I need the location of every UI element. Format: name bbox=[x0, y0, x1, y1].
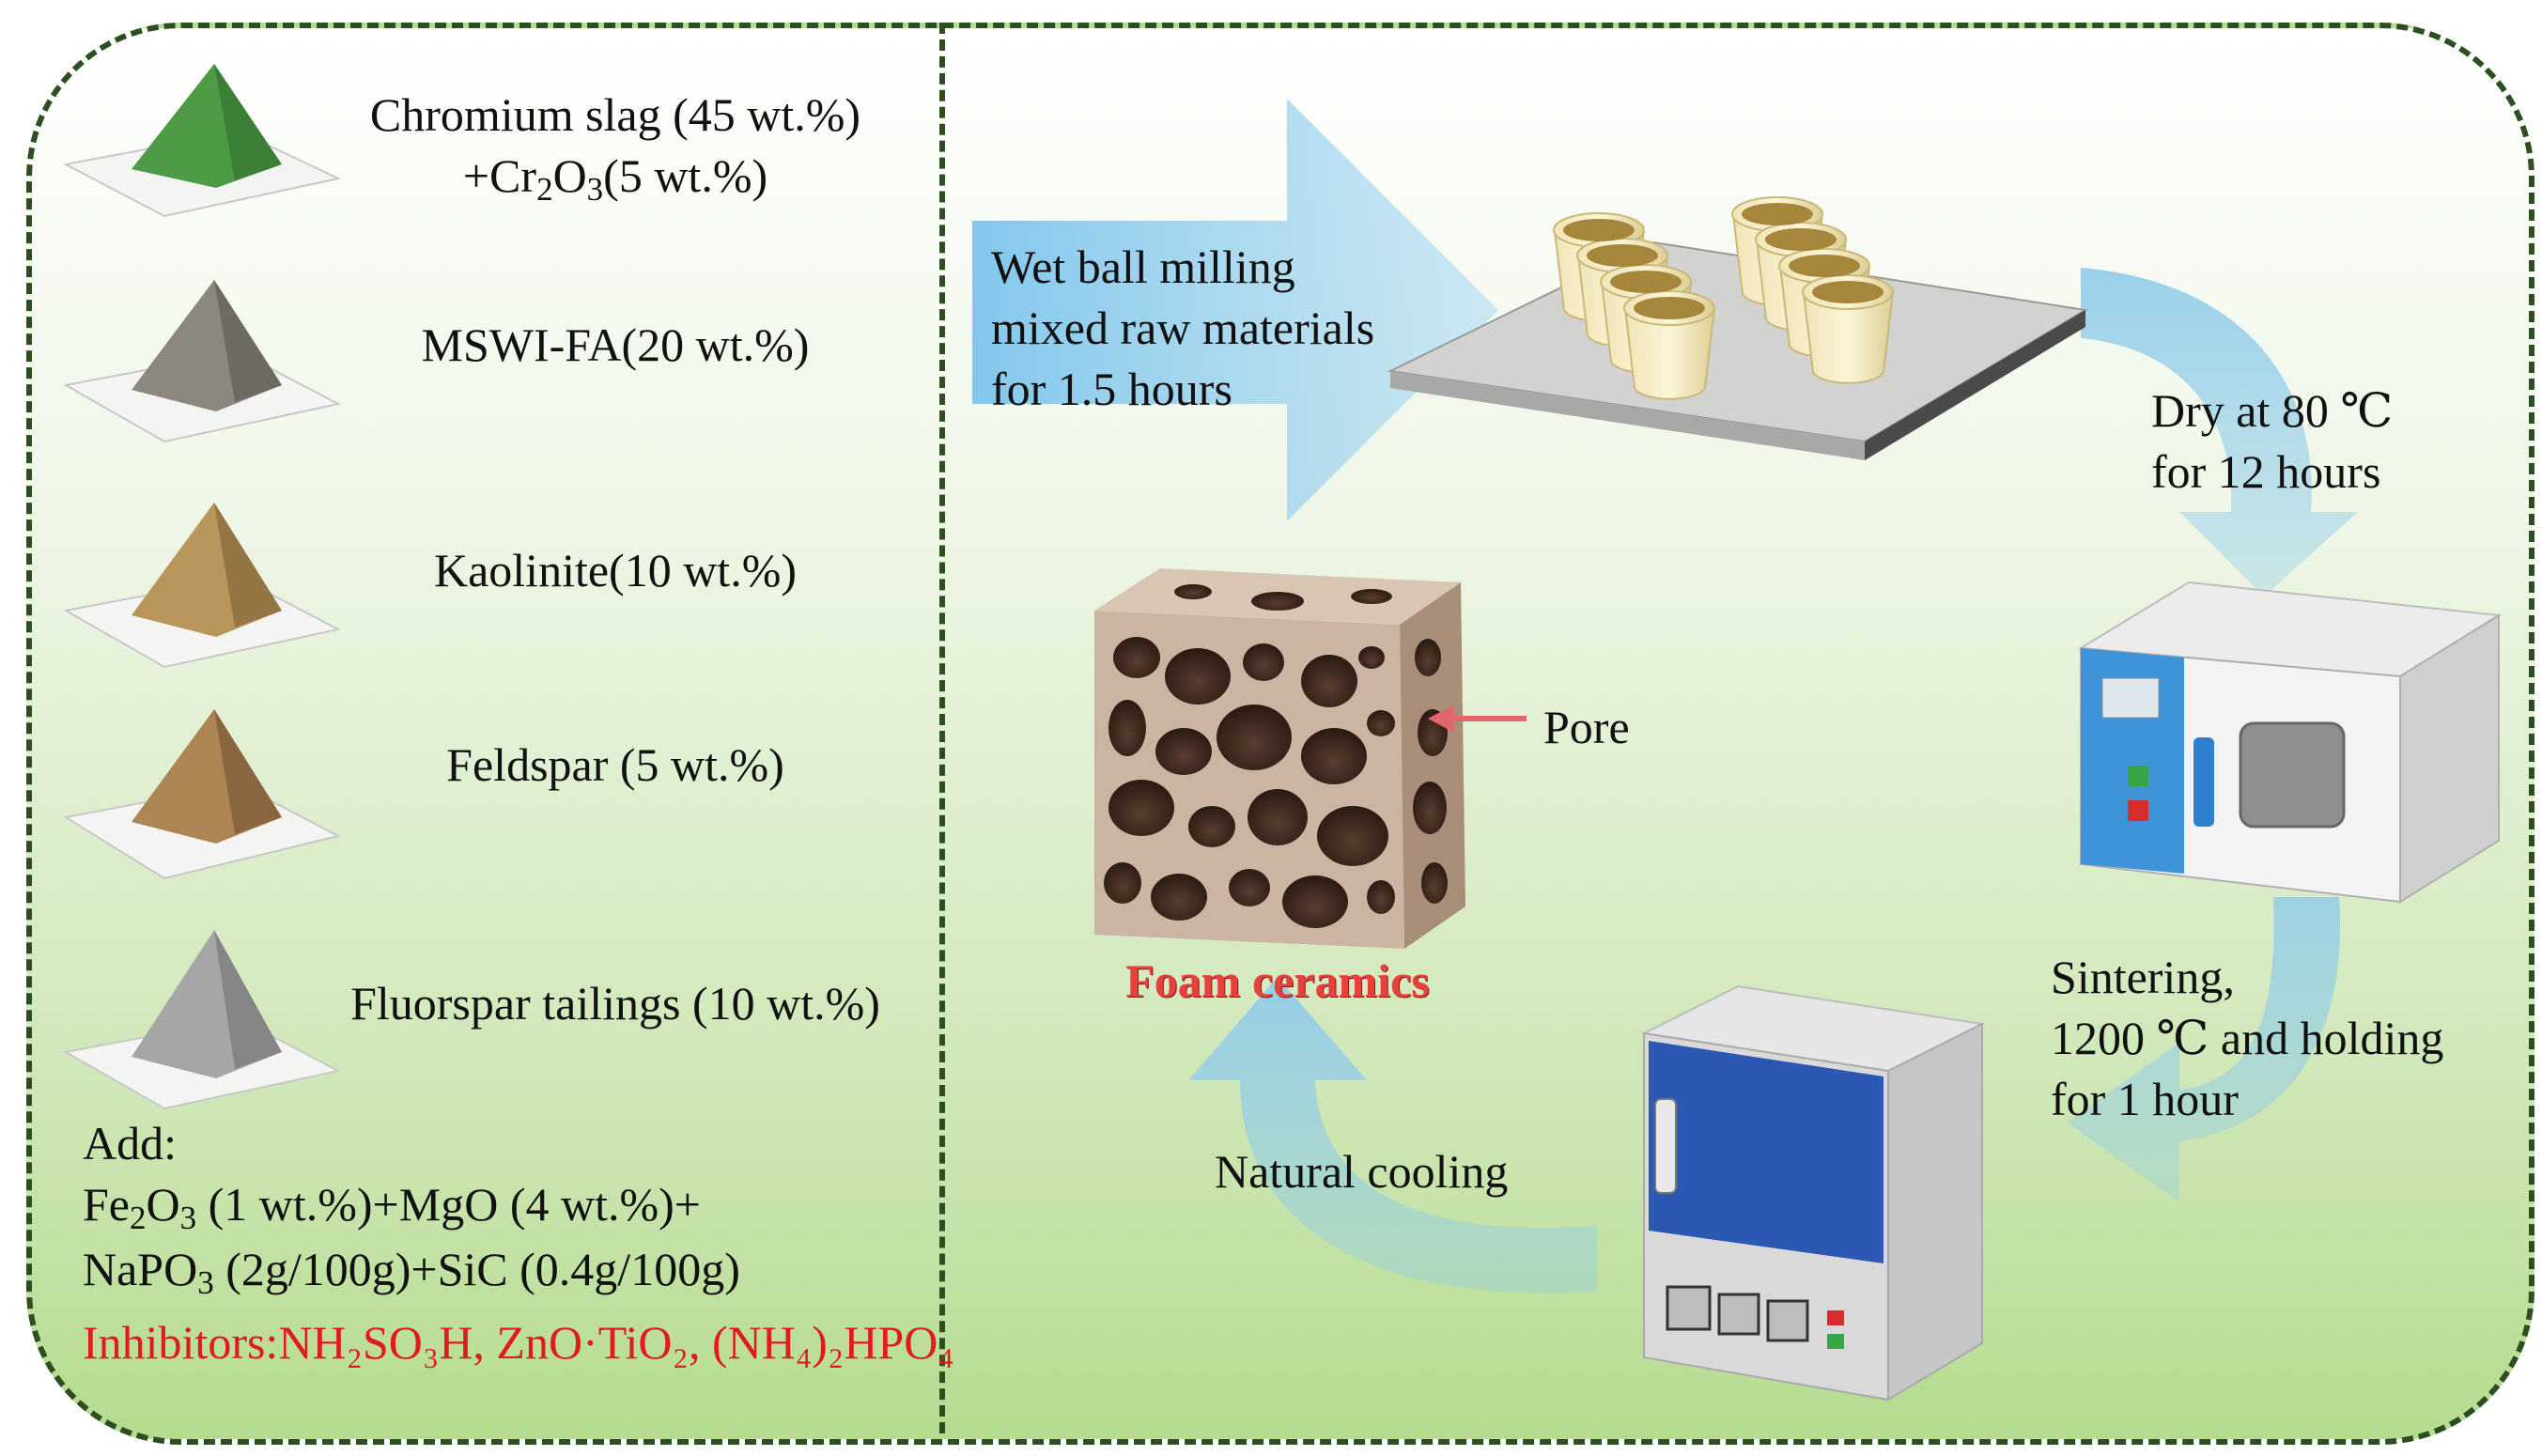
cooling-arrow bbox=[1188, 977, 1597, 1293]
pore-pointer-arrow bbox=[1428, 705, 1527, 733]
sintering-step-text: Sintering, 1200 ℃ and holding for 1 hour bbox=[2051, 947, 2443, 1130]
additives-line-2: NaPO3 (2g/100g)+SiC (0.4g/100g) bbox=[83, 1243, 740, 1301]
drying-step-text: Dry at 80 ℃ for 12 hours bbox=[2151, 380, 2393, 503]
material-mswi-fa: MSWI-FA(20 wt.%) bbox=[421, 318, 810, 371]
sintering-line-1: Sintering, bbox=[2051, 951, 2235, 1003]
sintering-line-3: for 1 hour bbox=[2051, 1073, 2239, 1125]
cooling-step-text: Natural cooling bbox=[1215, 1145, 1509, 1198]
sintering-line-2: 1200 ℃ and holding bbox=[2051, 1012, 2444, 1064]
material-chromium-slag: Chromium slag (45 wt.%) +Cr2O3(5 wt.%) bbox=[319, 85, 911, 210]
foam-ceramics-label: Foam ceramics bbox=[1125, 954, 1430, 1007]
milling-line-1: Wet ball milling bbox=[991, 240, 1295, 293]
material-fluorspar: Fluorspar tailings (10 wt.%) bbox=[350, 977, 880, 1030]
pore-label: Pore bbox=[1543, 701, 1630, 753]
drying-line-2: for 12 hours bbox=[2151, 445, 2381, 498]
section-divider bbox=[939, 23, 945, 1433]
drying-line-1: Dry at 80 ℃ bbox=[2151, 384, 2394, 437]
milling-arrow bbox=[972, 99, 1498, 521]
chromium-slag-pile-icon bbox=[62, 64, 342, 218]
inhibitors-text: Inhibitors:NH₂SO₃H, ZnO·TiO₂, (NH₄)₂HPO₄ bbox=[83, 1315, 954, 1369]
drying-oven-icon bbox=[2077, 581, 2503, 904]
kaolinite-pile-icon bbox=[63, 503, 341, 669]
drying-arrow bbox=[2081, 268, 2358, 596]
muffle-furnace-icon bbox=[1640, 984, 1986, 1402]
feldspar-pile-icon bbox=[63, 709, 341, 880]
material-subline: +Cr2O3(5 wt.%) bbox=[462, 149, 768, 208]
material-kaolinite: Kaolinite(10 wt.%) bbox=[433, 544, 797, 596]
material-name: Chromium slag (45 wt.%) bbox=[369, 88, 861, 141]
additives-line-1: Fe2O3 (1 wt.%)+MgO (4 wt.%)+ bbox=[83, 1178, 701, 1236]
crucible-tray-icon bbox=[1387, 196, 2088, 460]
mswi-fa-pile-icon bbox=[63, 280, 341, 443]
additives-label: Add: bbox=[83, 1117, 177, 1169]
fluorspar-pile-icon bbox=[63, 930, 341, 1110]
sintering-arrow bbox=[2067, 897, 2341, 1202]
material-feldspar: Feldspar (5 wt.%) bbox=[446, 738, 784, 791]
milling-line-2: mixed raw materials bbox=[991, 302, 1375, 354]
additives-block: Add: Fe2O3 (1 wt.%)+MgO (4 wt.%)+ NaPO3 … bbox=[83, 1113, 954, 1373]
milling-line-3: for 1.5 hours bbox=[991, 363, 1232, 415]
milling-step-text: Wet ball milling mixed raw materials for… bbox=[991, 237, 1374, 420]
foam-ceramics-cube-icon bbox=[1094, 568, 1465, 949]
